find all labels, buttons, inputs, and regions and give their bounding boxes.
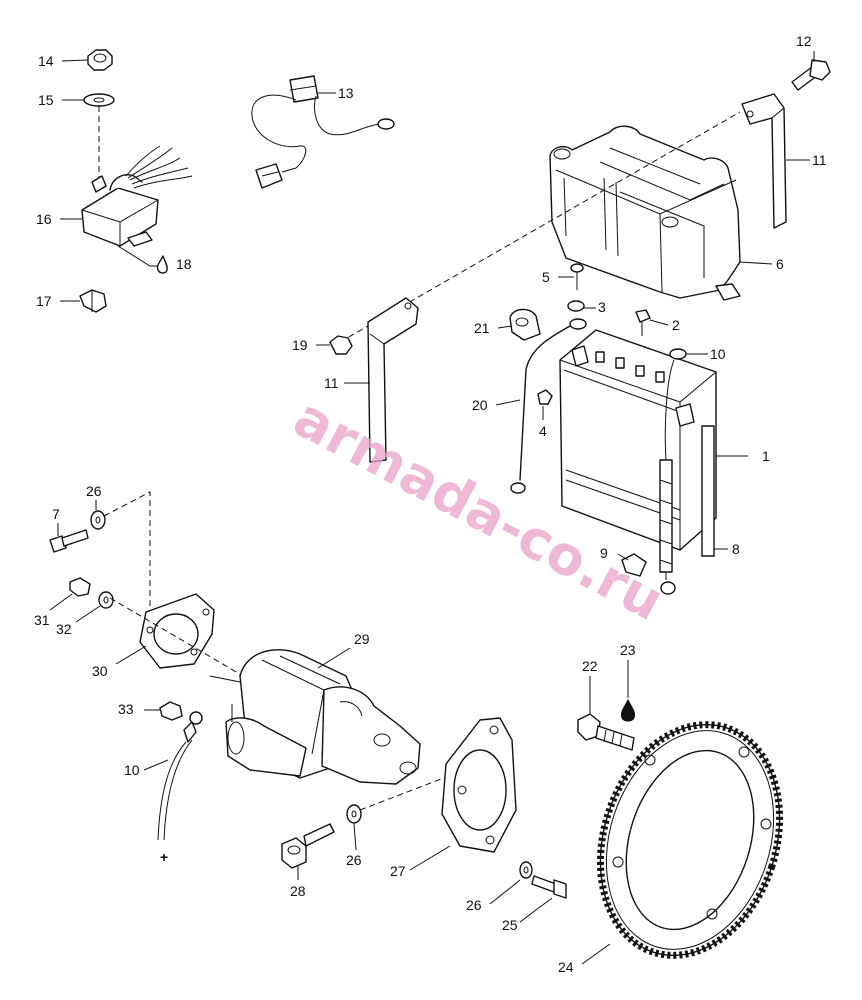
callout-20: 20 [472, 397, 488, 413]
bolt-12 [791, 59, 831, 91]
bolt-28 [281, 823, 335, 869]
assembly-line [339, 111, 741, 343]
callout-25: 25 [502, 917, 518, 933]
threadlocker-23 [621, 698, 635, 722]
callout-18: 18 [176, 256, 192, 272]
mounting-plate-30 [139, 593, 215, 669]
callout-22: 22 [582, 658, 598, 674]
callout-31: 31 [34, 612, 50, 628]
callout-7: 7 [52, 506, 60, 522]
callout-11-left: 11 [324, 375, 339, 391]
callout-12: 12 [796, 33, 812, 49]
positive-symbol: + [160, 849, 168, 865]
callout-16: 16 [36, 211, 52, 227]
callout-28: 28 [290, 883, 306, 899]
leader-lines [49, 51, 815, 965]
callout-29: 29 [354, 631, 370, 647]
nut-14 [87, 49, 113, 71]
washer-15 [83, 93, 115, 107]
callout-30: 30 [92, 663, 108, 679]
cable-10-starter [157, 711, 203, 841]
callout-33: 33 [118, 701, 134, 717]
washer-26-right [519, 861, 533, 879]
callout-15: 15 [38, 92, 54, 108]
callout-6: 6 [776, 256, 784, 272]
callout-labels: 1 2 3 4 5 6 7 8 9 10 10 11 11 12 13 14 1… [34, 33, 827, 975]
callout-21: 21 [474, 320, 490, 336]
callout-23: 23 [620, 642, 636, 658]
callout-13: 13 [338, 85, 354, 101]
callout-9: 9 [600, 545, 608, 561]
cable-10-battery [659, 348, 687, 595]
battery-cover-6 [549, 125, 741, 301]
callout-14: 14 [38, 53, 54, 69]
voltage-regulator-16 [81, 145, 193, 247]
callout-10-battery: 10 [710, 346, 726, 362]
cover-cap-21 [509, 308, 541, 341]
ring-gear-24 [596, 721, 784, 959]
callout-32: 32 [56, 621, 72, 637]
vent-tube-8 [701, 425, 715, 557]
callout-11-right: 11 [812, 152, 827, 168]
callout-4: 4 [539, 423, 547, 439]
callout-1: 1 [762, 448, 770, 464]
callout-17: 17 [36, 293, 52, 309]
washer-32 [98, 591, 114, 609]
thermal-paste-18 [156, 255, 168, 274]
washer-26-middle [346, 804, 362, 824]
battery-1 [559, 329, 717, 551]
callout-26-middle: 26 [346, 852, 362, 868]
callout-24: 24 [558, 959, 574, 975]
callout-19: 19 [292, 337, 308, 353]
starter-motor-29 [209, 649, 421, 785]
washer-26-left [90, 510, 106, 530]
nut-19 [329, 335, 353, 355]
callout-10-starter: 10 [124, 762, 140, 778]
callout-8: 8 [732, 541, 740, 557]
bolt-7 [49, 529, 89, 553]
battery-strap-11-left [367, 297, 419, 463]
nut-31 [69, 577, 91, 597]
callout-26-right: 26 [466, 897, 482, 913]
terminal-screw-2 [635, 309, 651, 336]
bolt-25 [531, 875, 567, 899]
nut-4 [537, 389, 553, 405]
clip-17 [79, 289, 107, 313]
callout-26-left: 26 [86, 483, 102, 499]
assembly-line [103, 491, 151, 640]
battery-strap-11-right [741, 93, 787, 229]
adapter-plate-27 [441, 717, 517, 853]
callout-3: 3 [598, 299, 606, 315]
callout-5: 5 [542, 269, 550, 285]
callout-2: 2 [672, 317, 680, 333]
wire-harness-13 [251, 75, 395, 189]
callout-27: 27 [390, 863, 406, 879]
nut-33 [159, 701, 183, 721]
assembly-line [109, 597, 251, 681]
bolt-22 [577, 713, 635, 751]
screw-5 [570, 263, 584, 290]
